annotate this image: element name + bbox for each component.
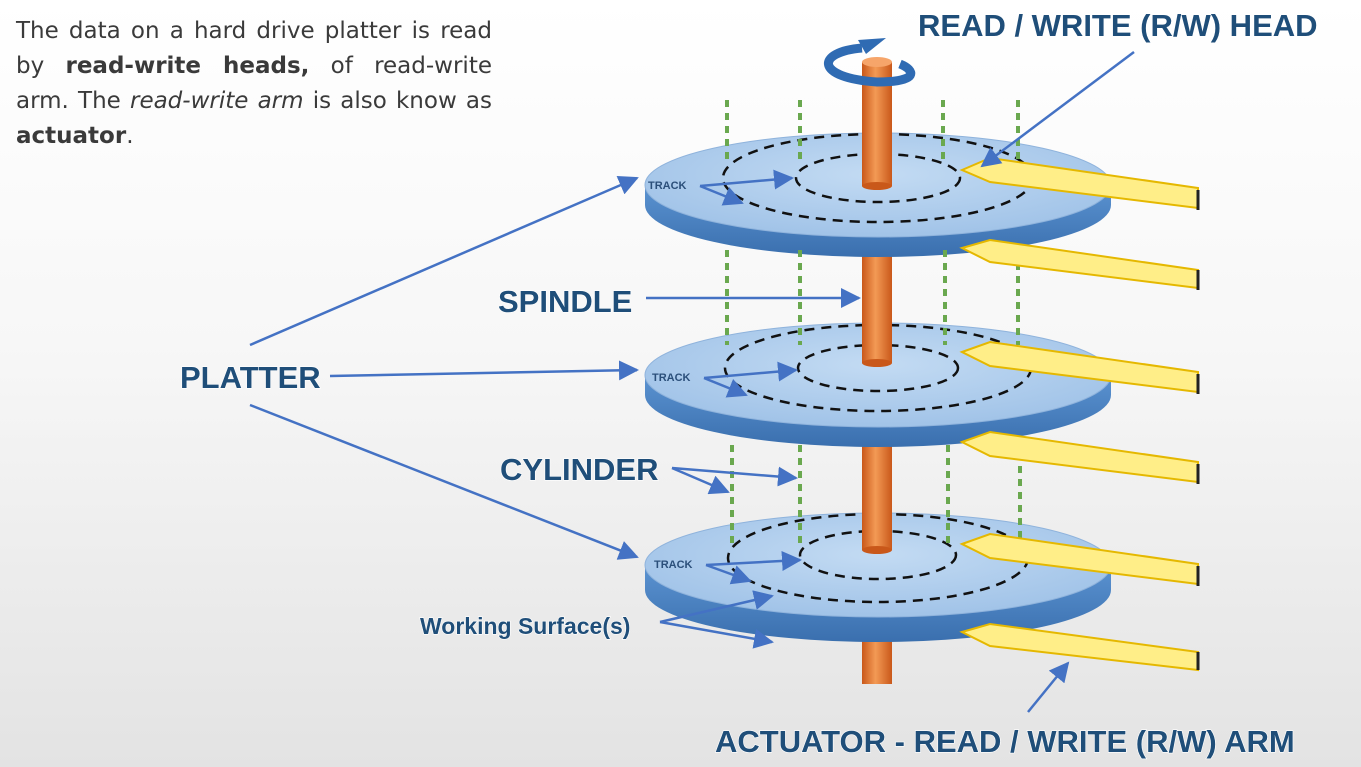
rotation-arrow-icon — [824, 38, 916, 87]
spindle-label: SPINDLE — [498, 284, 632, 319]
rw-head-label: READ / WRITE (R/W) HEAD — [918, 8, 1318, 43]
intro-bold-actuator: actuator — [16, 123, 127, 149]
intro-text-1: The data on a hard drive platter is read… — [16, 18, 492, 79]
working-surface-label: Working Surface(s) — [420, 613, 630, 639]
track-label-3: TRACK — [654, 559, 693, 571]
spindle-top-cap — [862, 57, 892, 67]
track-label-1: TRACK — [648, 180, 687, 192]
actuator-arms — [959, 156, 1199, 672]
intro-text-4: . — [126, 123, 134, 149]
intro-paragraph: The data on a hard drive platter is read… — [16, 14, 492, 154]
cylinder-label: CYLINDER — [500, 452, 658, 487]
intro-text-2: of read-write arm. The — [16, 53, 492, 114]
intro-bold-read-write-heads: read-write heads, — [65, 53, 310, 79]
pointer-arrows — [249, 51, 1135, 713]
platter-label: PLATTER — [180, 360, 321, 395]
track-arrows — [699, 169, 802, 585]
intro-text-3: is also know as — [303, 88, 492, 114]
actuator-label: ACTUATOR - READ / WRITE (R/W) ARM — [715, 724, 1295, 759]
track-label-2: TRACK — [652, 372, 691, 384]
intro-italic-read-write-arm: read-write arm — [129, 88, 304, 114]
